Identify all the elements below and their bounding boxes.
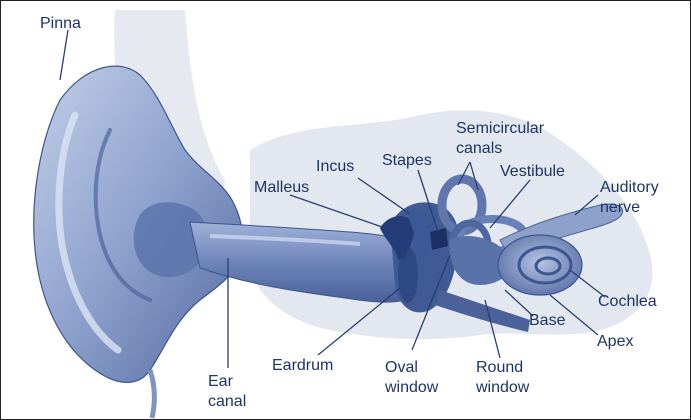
label-auditory-line2: nerve [600,199,640,216]
label-round-line2: window [475,379,530,396]
label-auditory-line1: Auditory [600,179,659,196]
label-vestibule: Vestibule [500,163,565,180]
label-incus: Incus [316,158,354,175]
label-round-line1: Round [476,359,523,376]
label-malleus: Malleus [254,179,309,196]
label-oval-line2: window [384,379,439,396]
label-pinna: Pinna [40,15,81,32]
label-ear-canal-line1: Ear [208,373,234,390]
label-ear-canal-line2: canal [208,393,246,410]
label-eardrum: Eardrum [272,357,333,374]
label-stapes: Stapes [382,152,432,169]
cochlea-shape [498,235,582,295]
label-semicircular-line2: canals [456,140,502,157]
label-apex: Apex [597,333,633,350]
label-cochlea: Cochlea [598,293,657,310]
label-oval-line1: Oval [385,359,418,376]
label-base: Base [529,312,566,329]
label-semicircular-line1: Semicircular [456,120,545,137]
